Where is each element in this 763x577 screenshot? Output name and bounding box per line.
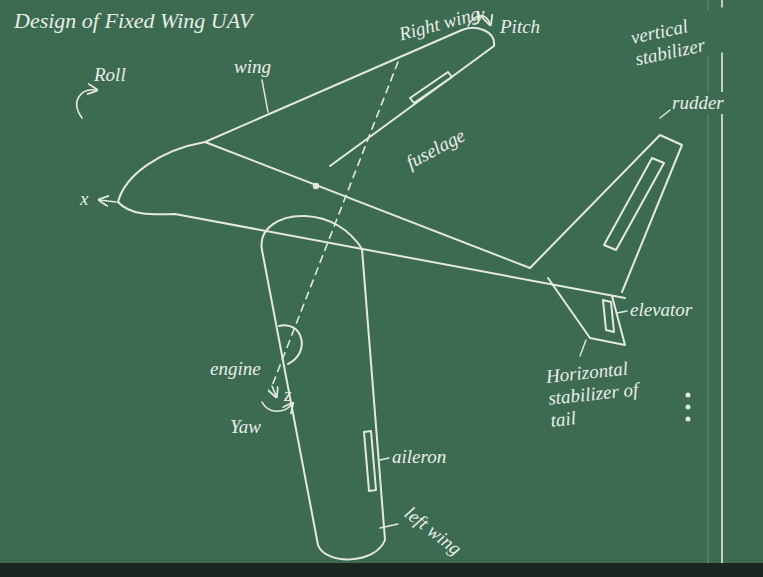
part-label: x	[80, 188, 88, 210]
part-label: Roll	[94, 64, 126, 86]
elevator-surface	[603, 300, 614, 332]
part-label: Pitch	[500, 16, 540, 38]
part-label: Horizontal stabilizer of tail	[545, 354, 663, 431]
part-label: elevator	[630, 299, 692, 321]
chalk-dot	[687, 394, 690, 397]
part-label: z	[284, 384, 291, 406]
center-dot	[314, 184, 318, 188]
axis-arrow	[100, 200, 116, 202]
board-line	[708, 0, 709, 563]
chalk-dot	[687, 406, 690, 409]
aileron-surface	[364, 431, 376, 491]
chalk-dot	[687, 418, 690, 421]
fuselage-outline	[118, 142, 530, 268]
board-ledge	[0, 563, 763, 577]
part-label: fuselage	[403, 124, 469, 173]
leader-line	[617, 311, 627, 313]
board-title: Design of Fixed Wing UAV	[14, 8, 252, 33]
left-wing	[262, 216, 385, 559]
leader-line	[380, 458, 389, 460]
part-label: engine	[210, 358, 261, 380]
part-label: left wing	[400, 502, 465, 560]
leader-line	[380, 524, 398, 528]
vertical-stabilizer	[530, 135, 682, 292]
part-label: vertical stabilizer	[629, 6, 741, 71]
axis-arrow	[272, 386, 276, 396]
leader-line	[660, 110, 670, 118]
roll-arrow	[77, 90, 96, 118]
part-label: wing	[234, 56, 271, 78]
board-line	[721, 0, 723, 563]
leader-line	[580, 340, 586, 356]
axis-line	[272, 62, 398, 386]
leader-line	[262, 80, 268, 112]
aileron-surface	[410, 72, 452, 103]
part-label: y	[476, 3, 484, 25]
part-label: aileron	[392, 446, 446, 468]
part-label: Right wing	[397, 3, 483, 46]
rudder-surface	[604, 158, 664, 250]
part-label: rudder	[672, 92, 724, 114]
part-label: Yaw	[230, 416, 261, 438]
horizontal-stabilizer	[548, 278, 625, 345]
